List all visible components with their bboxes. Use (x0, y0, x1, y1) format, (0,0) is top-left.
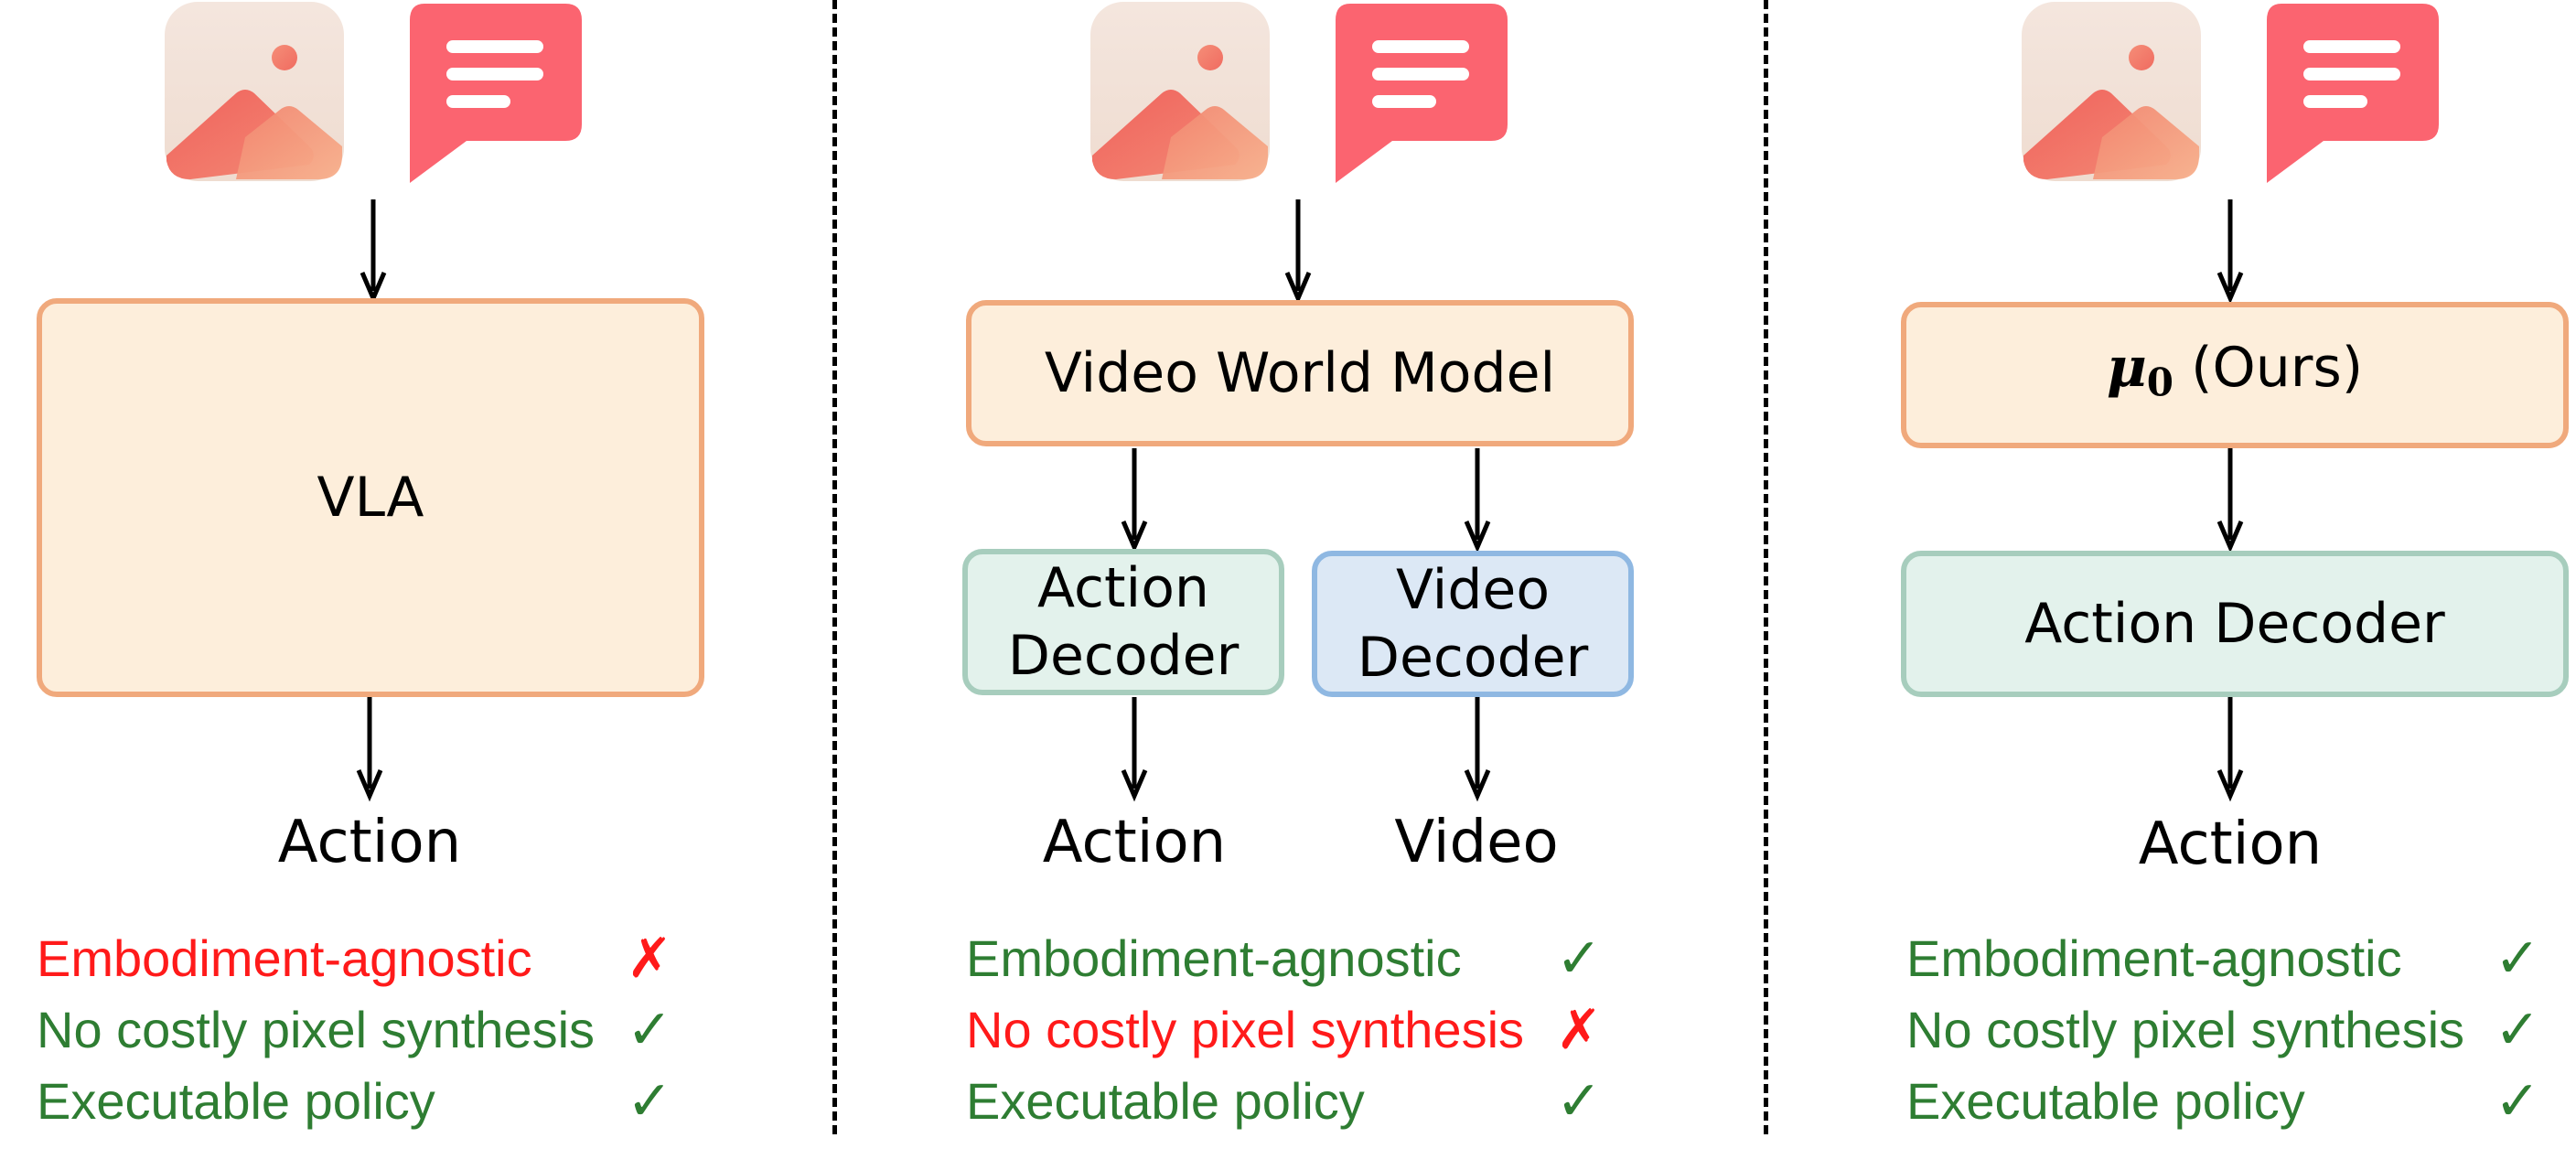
arrow-input-to-mu0 (2216, 199, 2244, 305)
mu-subscript: 0 (2146, 360, 2174, 405)
video-decoder-box: Video Decoder (1312, 551, 1634, 697)
cross-mark-icon: ✗ (626, 927, 673, 991)
arrow-world-model-to-action-decoder (1121, 448, 1148, 553)
check-mark-icon: ✓ (626, 998, 673, 1062)
mu0-action-decoder-box: Action Decoder (1901, 551, 2569, 697)
image-icon (165, 2, 344, 181)
vla-output-label: Action (277, 809, 462, 876)
panel-video-world-model: Video World Model Action Decoder Video D… (962, 2, 1634, 1133)
action-decoder-label: Action Decoder (1007, 556, 1240, 688)
check-mark-icon: ✓ (2494, 927, 2541, 991)
cross-mark-icon: ✗ (1555, 998, 1603, 1062)
panel-divider (1764, 0, 1768, 1134)
arrow-video-decoder-to-video (1464, 697, 1491, 802)
image-icon (1090, 2, 1270, 181)
chat-bubble-icon (1336, 4, 1508, 183)
world-model-label: Video World Model (1044, 341, 1556, 405)
criterion-no-pixel-synthesis: No costly pixel synthesis (1906, 1001, 2465, 1058)
arrow-input-to-world-model (1284, 199, 1312, 305)
arrow-world-model-to-video-decoder (1464, 448, 1491, 553)
world-model-output-video: Video (1394, 809, 1559, 876)
criterion-no-pixel-synthesis: No costly pixel synthesis (966, 1001, 1525, 1058)
criterion-no-pixel-synthesis: No costly pixel synthesis (37, 1001, 596, 1058)
video-decoder-label: Video Decoder (1357, 558, 1589, 690)
check-mark-icon: ✓ (2494, 1069, 2541, 1133)
mu0-model-box: μ0 (Ours) (1901, 302, 2569, 448)
panel-vla: VLA Action Embodiment-agnostic ✗ No cost… (0, 0, 823, 1170)
chat-bubble-icon (2267, 4, 2439, 183)
panel-divider (832, 0, 837, 1134)
check-mark-icon: ✓ (626, 1069, 673, 1133)
arrow-action-decoder-to-action (1121, 697, 1148, 802)
criterion-executable-policy: Executable policy (966, 1072, 1365, 1130)
arrow-vla-to-action (356, 697, 383, 802)
criterion-executable-policy: Executable policy (37, 1072, 435, 1130)
vla-model-box: VLA (37, 298, 704, 697)
action-decoder-box: Action Decoder (962, 549, 1284, 695)
mu0-symbol: μ0 (2106, 335, 2174, 405)
chat-bubble-icon (410, 4, 582, 183)
mu-symbol: μ (2106, 335, 2147, 400)
mu0-output-label: Action (2138, 810, 2323, 878)
arrow-mu0-to-action-decoder (2216, 448, 2244, 553)
criterion-executable-policy: Executable policy (1906, 1072, 2305, 1130)
world-model-box: Video World Model (966, 300, 1634, 446)
vla-model-label: VLA (317, 466, 424, 530)
check-mark-icon: ✓ (1555, 927, 1603, 991)
mu0-suffix: (Ours) (2191, 335, 2364, 400)
check-mark-icon: ✓ (1555, 1069, 1603, 1133)
mu0-action-decoder-label: Action Decoder (2024, 592, 2445, 656)
criterion-embodiment-agnostic: Embodiment-agnostic (37, 929, 532, 987)
world-model-output-action: Action (1042, 809, 1227, 876)
check-mark-icon: ✓ (2494, 998, 2541, 1062)
image-icon (2022, 2, 2201, 181)
criterion-embodiment-agnostic: Embodiment-agnostic (966, 929, 1462, 987)
criterion-embodiment-agnostic: Embodiment-agnostic (1906, 929, 2402, 987)
mu0-model-label: μ0 (Ours) (2107, 334, 2363, 417)
arrow-decoder-to-action (2216, 697, 2244, 802)
